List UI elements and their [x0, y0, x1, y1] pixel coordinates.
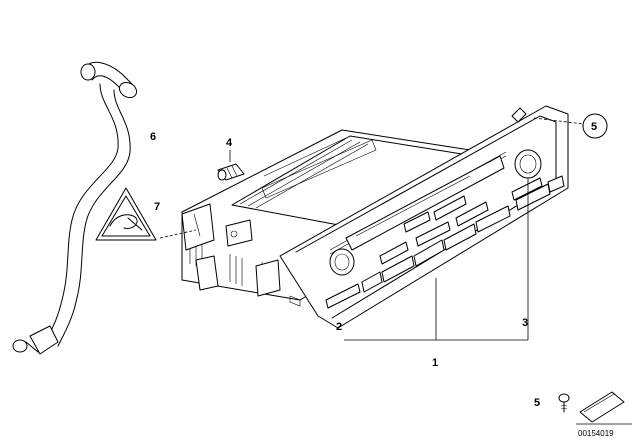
plug-part [217, 163, 245, 181]
leader-lines [159, 117, 585, 341]
diagram-id: 00154019 [578, 429, 614, 438]
callout-5-bottom: 5 [534, 397, 540, 409]
warning-triangle-icon [95, 187, 157, 241]
callout-5-circle [582, 113, 608, 139]
antenna-cable-icon [12, 61, 138, 355]
radio-fascia [279, 105, 569, 329]
callout-7: 7 [154, 201, 160, 213]
bracket-icon [511, 107, 527, 123]
screw-icon [558, 393, 570, 413]
legend-screw-bracket: 5 00154019 [534, 391, 632, 438]
callout-4: 4 [226, 137, 233, 149]
callout-5-top: 5 [591, 121, 597, 133]
callout-3: 3 [522, 317, 528, 329]
radio-chassis [181, 129, 471, 307]
callout-6: 6 [150, 131, 156, 143]
callout-1: 1 [432, 357, 438, 369]
callout-2: 2 [336, 321, 342, 333]
bracket-icon [579, 391, 625, 423]
